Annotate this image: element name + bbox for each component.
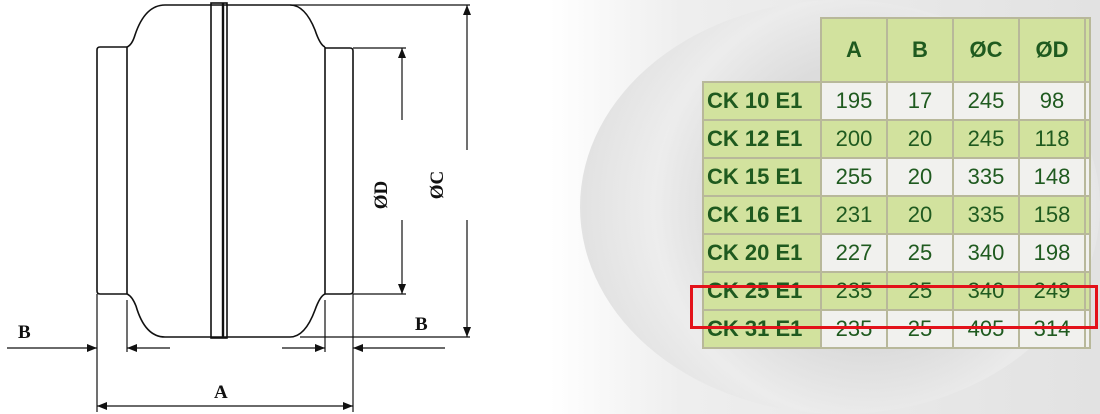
value-b: 17 <box>886 81 954 121</box>
cut-cell <box>1084 81 1091 121</box>
value-b: 20 <box>886 195 954 235</box>
cut-cell <box>1084 195 1091 235</box>
cut-cell <box>1084 233 1091 273</box>
cut-cell <box>1084 119 1091 159</box>
value-b: 25 <box>886 309 954 349</box>
value-a: 255 <box>820 157 888 197</box>
dimension-label-b-left: B <box>18 322 31 343</box>
highlight-box <box>690 285 1098 329</box>
header-b: B <box>886 17 954 83</box>
value-od: 148 <box>1018 157 1086 197</box>
header-empty <box>703 18 821 82</box>
table-header-row: A B ØC ØD <box>703 17 1091 83</box>
model-cell: CK 15 E1 <box>702 157 822 197</box>
value-od: 118 <box>1018 119 1086 159</box>
dimension-label-oc: ØC <box>427 171 448 200</box>
fan-outline <box>96 2 354 339</box>
value-od: 158 <box>1018 195 1086 235</box>
cut-cell <box>1084 271 1091 311</box>
value-oc: 340 <box>952 233 1020 273</box>
header-od: ØD <box>1018 17 1086 83</box>
value-od: 98 <box>1018 81 1086 121</box>
dimension-label-a: A <box>214 382 228 403</box>
value-a: 200 <box>820 119 888 159</box>
value-a: 227 <box>820 233 888 273</box>
value-oc: 245 <box>952 119 1020 159</box>
value-od: 198 <box>1018 233 1086 273</box>
value-oc: 340 <box>952 271 1020 311</box>
model-cell: CK 16 E1 <box>702 195 822 235</box>
header-a: A <box>820 17 888 83</box>
model-cell: CK 25 E1 <box>702 271 822 311</box>
value-b: 20 <box>886 157 954 197</box>
value-oc: 335 <box>952 157 1020 197</box>
value-b: 25 <box>886 271 954 311</box>
cut-cell <box>1084 157 1091 197</box>
value-a: 231 <box>820 195 888 235</box>
value-a: 195 <box>820 81 888 121</box>
value-oc: 245 <box>952 81 1020 121</box>
header-cut <box>1084 17 1091 83</box>
model-cell: CK 20 E1 <box>702 233 822 273</box>
value-od: 249 <box>1018 271 1086 311</box>
cut-cell <box>1084 309 1091 349</box>
dimension-lines <box>7 4 471 412</box>
dimension-label-b-right: B <box>415 314 428 335</box>
fan-dimension-drawing: B B A ØD ØC <box>7 2 471 412</box>
header-oc: ØC <box>952 17 1020 83</box>
value-oc: 405 <box>952 309 1020 349</box>
value-b: 25 <box>886 233 954 273</box>
value-oc: 335 <box>952 195 1020 235</box>
model-cell: CK 12 E1 <box>702 119 822 159</box>
model-cell: CK 10 E1 <box>702 81 822 121</box>
value-a: 235 <box>820 271 888 311</box>
value-b: 20 <box>886 119 954 159</box>
dimension-label-od: ØD <box>371 181 392 210</box>
